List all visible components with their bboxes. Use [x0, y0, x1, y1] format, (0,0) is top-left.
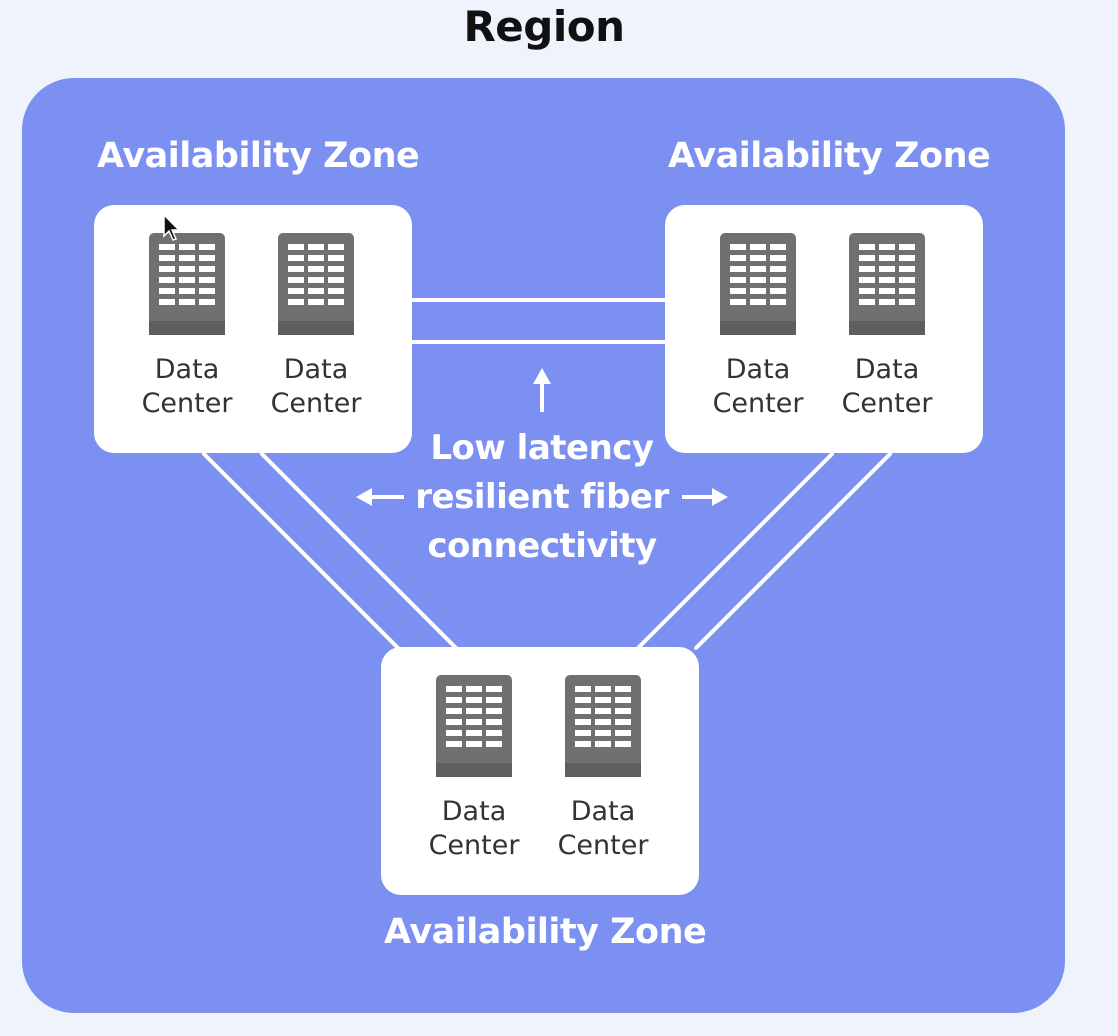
link-right-2: [694, 452, 892, 650]
mouse-pointer-icon: [163, 214, 181, 241]
connectivity-caption: Low latency resilient fiber connectivity: [400, 424, 684, 571]
server-rack-icon: [278, 233, 354, 335]
link-left-2: [260, 452, 458, 650]
region-title: Region: [463, 2, 625, 51]
connectivity-line: connectivity: [427, 526, 657, 566]
link-left-1: [202, 452, 400, 650]
server-rack-icon: [720, 233, 796, 335]
arrow-left-icon: [356, 488, 404, 506]
server-rack-icon: [436, 675, 512, 777]
server-rack-icon: [849, 233, 925, 335]
arrow-up-icon: [533, 368, 551, 412]
server-rack-icon: [565, 675, 641, 777]
zone-label-left: Availability Zone: [97, 136, 420, 176]
link-right-1: [636, 452, 834, 650]
connectivity-line: Low latency: [430, 428, 654, 468]
server-rack-icon: [149, 233, 225, 335]
zone-label-right: Availability Zone: [668, 136, 991, 176]
arrow-right-icon: [682, 488, 728, 506]
zone-label-bottom: Availability Zone: [384, 912, 707, 952]
connectivity-line: resilient fiber: [415, 477, 669, 517]
